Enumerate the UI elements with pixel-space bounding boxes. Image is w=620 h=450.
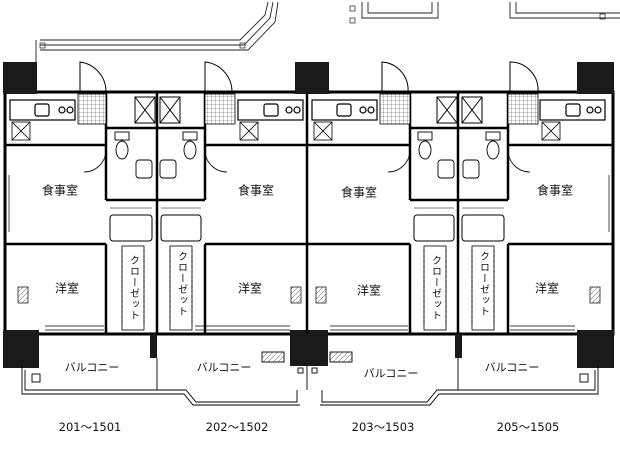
pipe-shafts (134, 96, 483, 124)
interior-doors (83, 149, 531, 173)
corridor-lines (35, 1, 620, 62)
ac-units (17, 286, 601, 304)
windows (4, 175, 614, 331)
balcony-label-3: バルコニー (363, 367, 419, 380)
fridge-spaces (11, 121, 561, 141)
room-label-dining-4: 食事室 (536, 183, 574, 198)
room-label-western-3: 洋室 (356, 283, 382, 298)
room-label-dining-3: 食事室 (340, 185, 378, 200)
bathroom-fixtures (114, 131, 501, 179)
closet-label-3: クローゼット (427, 254, 443, 322)
balcony (21, 351, 599, 406)
unit-label-1: 201～1501 (58, 420, 122, 434)
room-label-dining-1: 食事室 (41, 183, 79, 198)
room-label-dining-2: 食事室 (237, 183, 275, 198)
closet-label-2: クローゼット (173, 250, 189, 318)
unit-label-4: 205～1505 (496, 420, 560, 434)
interior-walls (5, 92, 613, 334)
bathtubs (109, 207, 505, 242)
balcony-label-1: バルコニー (64, 361, 120, 374)
closet-label-1: クローゼット (125, 254, 141, 322)
closet-label-4: クローゼット (475, 250, 491, 318)
kitchen-counters (9, 99, 606, 121)
balcony-label-4: バルコニー (484, 361, 540, 374)
balcony-label-2: バルコニー (196, 361, 252, 374)
columns (3, 62, 614, 368)
room-label-western-4: 洋室 (534, 281, 560, 296)
room-label-western-1: 洋室 (54, 281, 80, 296)
exterior-walls (3, 90, 615, 336)
unit-label-2: 202～1502 (205, 420, 269, 434)
entrance-tiles (77, 93, 539, 125)
entry-doors (79, 61, 539, 93)
unit-label-3: 203～1503 (351, 420, 415, 434)
room-label-western-2: 洋室 (237, 281, 263, 296)
